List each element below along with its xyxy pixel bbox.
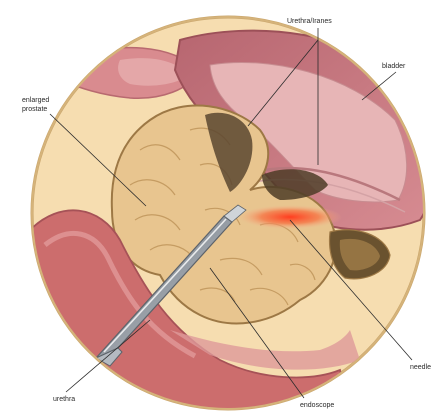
label-endoscope: endoscope [300, 402, 334, 409]
label-enlarged-prostate-line2: prostate [22, 106, 47, 113]
label-bladder: bladder [382, 63, 406, 70]
label-urethra-top: Urethra/Iranes [287, 18, 332, 25]
ablation-zone [238, 205, 342, 229]
label-enlarged-prostate-line1: enlarged [22, 97, 49, 104]
label-needle: needle [410, 364, 431, 371]
label-urethra-bottom: urethra [53, 396, 75, 403]
